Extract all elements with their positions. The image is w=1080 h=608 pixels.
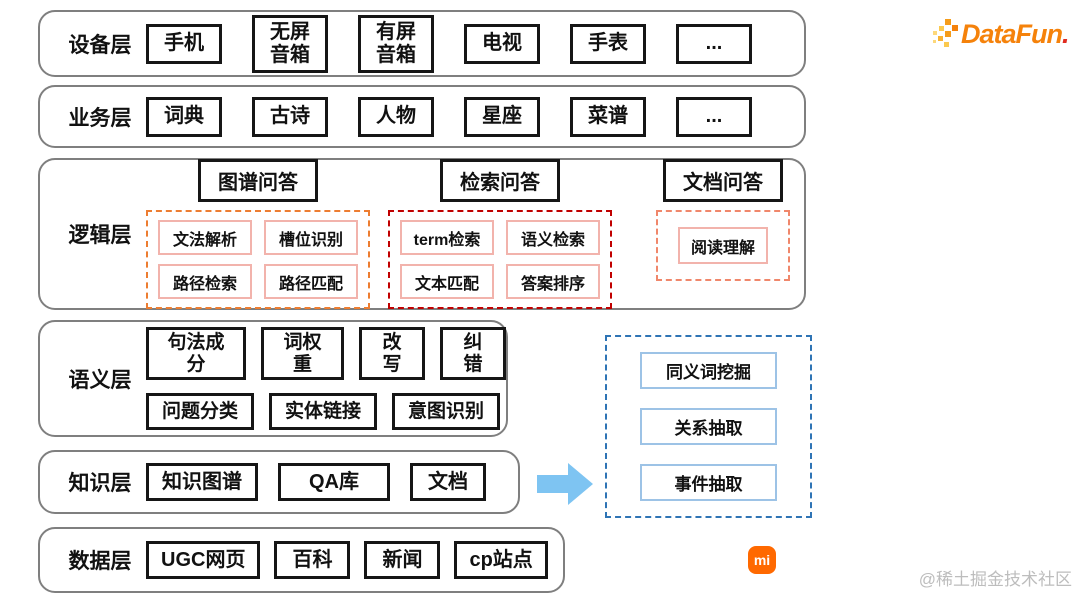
business-item-poetry: 古诗 [252, 96, 328, 137]
semantic-layer-container: 语义层 句法成分 词权重 改写 纠错 问题分类 实体链接 意图识别 [38, 320, 508, 437]
data-item-cp-site: cp站点 [454, 541, 548, 579]
semantic-row-2: 问题分类 实体链接 意图识别 [146, 393, 506, 431]
datafun-wordmark-dot: . [1062, 19, 1070, 49]
knowledge-layer-label: 知识层 [68, 472, 132, 495]
subitem-term-retrieval: term检索 [400, 220, 494, 255]
side-item-synonym-mining: 同义词挖掘 [640, 352, 777, 389]
business-item-person: 人物 [358, 96, 434, 137]
knowledge-item-document: 文档 [410, 463, 486, 501]
subitem-grammar-parse: 文法解析 [158, 220, 252, 255]
side-item-relation-extraction: 关系抽取 [640, 408, 777, 445]
data-layer-items: UGC网页 百科 新闻 cp站点 [146, 541, 548, 579]
datafun-wordmark: DataFun [961, 19, 1063, 49]
semantic-layer-label: 语义层 [68, 368, 132, 392]
device-item-screenless-speaker: 无屏 音箱 [252, 14, 328, 73]
device-layer-items: 手机 无屏 音箱 有屏 音箱 电视 手表 ... [146, 14, 752, 73]
retrieval-qa-group: 检索问答 term检索 语义检索 文本匹配 答案排序 [388, 159, 612, 309]
business-item-constellation: 星座 [464, 96, 540, 137]
semantic-item-rewrite: 改写 [359, 326, 425, 381]
document-qa-dashed-box: 阅读理解 [656, 210, 790, 281]
right-arrow-icon [537, 461, 595, 507]
business-layer-container: 业务层 词典 古诗 人物 星座 菜谱 ... [38, 85, 806, 148]
logic-layer-container: 逻辑层 图谱问答 文法解析 槽位识别 路径检索 路径匹配 检索问答 te [38, 158, 806, 310]
subitem-slot-recognition: 槽位识别 [264, 220, 358, 255]
data-layer-label: 数据层 [68, 550, 132, 573]
graph-qa-dashed-box: 文法解析 槽位识别 路径检索 路径匹配 [146, 210, 370, 309]
subitem-path-retrieval: 路径检索 [158, 264, 252, 299]
datafun-mosaic-icon [933, 19, 959, 54]
semantic-item-intent-recognition: 意图识别 [392, 393, 501, 431]
knowledge-layer-container: 知识层 知识图谱 QA库 文档 [38, 450, 520, 514]
subitem-semantic-retrieval: 语义检索 [506, 220, 600, 255]
device-item-watch: 手表 [570, 23, 646, 64]
watermark-text: @稀土掘金技术社区 [918, 570, 1072, 589]
retrieval-qa-header: 检索问答 [440, 159, 560, 202]
device-item-tv: 电视 [464, 23, 540, 64]
subitem-answer-ranking: 答案排序 [506, 264, 600, 299]
device-item-screen-speaker: 有屏 音箱 [358, 14, 434, 73]
data-layer-container: 数据层 UGC网页 百科 新闻 cp站点 [38, 527, 565, 593]
business-layer-items: 词典 古诗 人物 星座 菜谱 ... [146, 96, 752, 137]
device-item-ellipsis: ... [676, 23, 752, 64]
data-item-news: 新闻 [364, 541, 441, 579]
document-qa-header: 文档问答 [663, 159, 783, 202]
mining-side-panel: 同义词挖掘 关系抽取 事件抽取 [605, 335, 812, 518]
retrieval-qa-subgrid: term检索 语义检索 文本匹配 答案排序 [400, 220, 600, 299]
semantic-item-question-classify: 问题分类 [146, 393, 255, 431]
logic-layer-groups: 图谱问答 文法解析 槽位识别 路径检索 路径匹配 检索问答 term检索 语义检… [146, 159, 790, 309]
subitem-path-match: 路径匹配 [264, 264, 358, 299]
business-item-dictionary: 词典 [146, 96, 222, 137]
semantic-item-correction: 纠错 [440, 326, 506, 381]
data-item-ugc-web: UGC网页 [146, 541, 261, 579]
xiaomi-logo: mi [748, 546, 776, 574]
retrieval-qa-dashed-box: term检索 语义检索 文本匹配 答案排序 [388, 210, 612, 309]
semantic-item-word-weight: 词权重 [261, 326, 344, 381]
logic-layer-label: 逻辑层 [68, 224, 132, 247]
document-qa-group: 文档问答 阅读理解 [656, 159, 790, 281]
knowledge-item-qa-base: QA库 [278, 463, 390, 501]
business-layer-label: 业务层 [68, 106, 132, 130]
device-layer-label: 设备层 [68, 33, 132, 57]
business-item-ellipsis: ... [676, 96, 752, 137]
semantic-row-1: 句法成分 词权重 改写 纠错 [146, 326, 506, 381]
xiaomi-logo-text: mi [753, 552, 771, 568]
knowledge-layer-items: 知识图谱 QA库 文档 [146, 463, 486, 501]
device-layer-container: 设备层 手机 无屏 音箱 有屏 音箱 电视 手表 ... [38, 10, 806, 77]
datafun-logo: DataFun. [933, 15, 1070, 54]
semantic-item-entity-link: 实体链接 [269, 393, 378, 431]
graph-qa-group: 图谱问答 文法解析 槽位识别 路径检索 路径匹配 [146, 159, 370, 309]
side-item-event-extraction: 事件抽取 [640, 464, 777, 501]
subitem-reading-comprehension: 阅读理解 [678, 227, 768, 264]
semantic-item-syntax: 句法成分 [146, 326, 246, 381]
subitem-text-match: 文本匹配 [400, 264, 494, 299]
semantic-layer-rows: 句法成分 词权重 改写 纠错 问题分类 实体链接 意图识别 [146, 326, 506, 431]
business-item-recipe: 菜谱 [570, 96, 646, 137]
graph-qa-header: 图谱问答 [198, 159, 318, 202]
knowledge-item-graph: 知识图谱 [146, 463, 258, 501]
graph-qa-subgrid: 文法解析 槽位识别 路径检索 路径匹配 [158, 220, 358, 299]
device-item-phone: 手机 [146, 23, 222, 64]
data-item-encyclopedia: 百科 [274, 541, 351, 579]
